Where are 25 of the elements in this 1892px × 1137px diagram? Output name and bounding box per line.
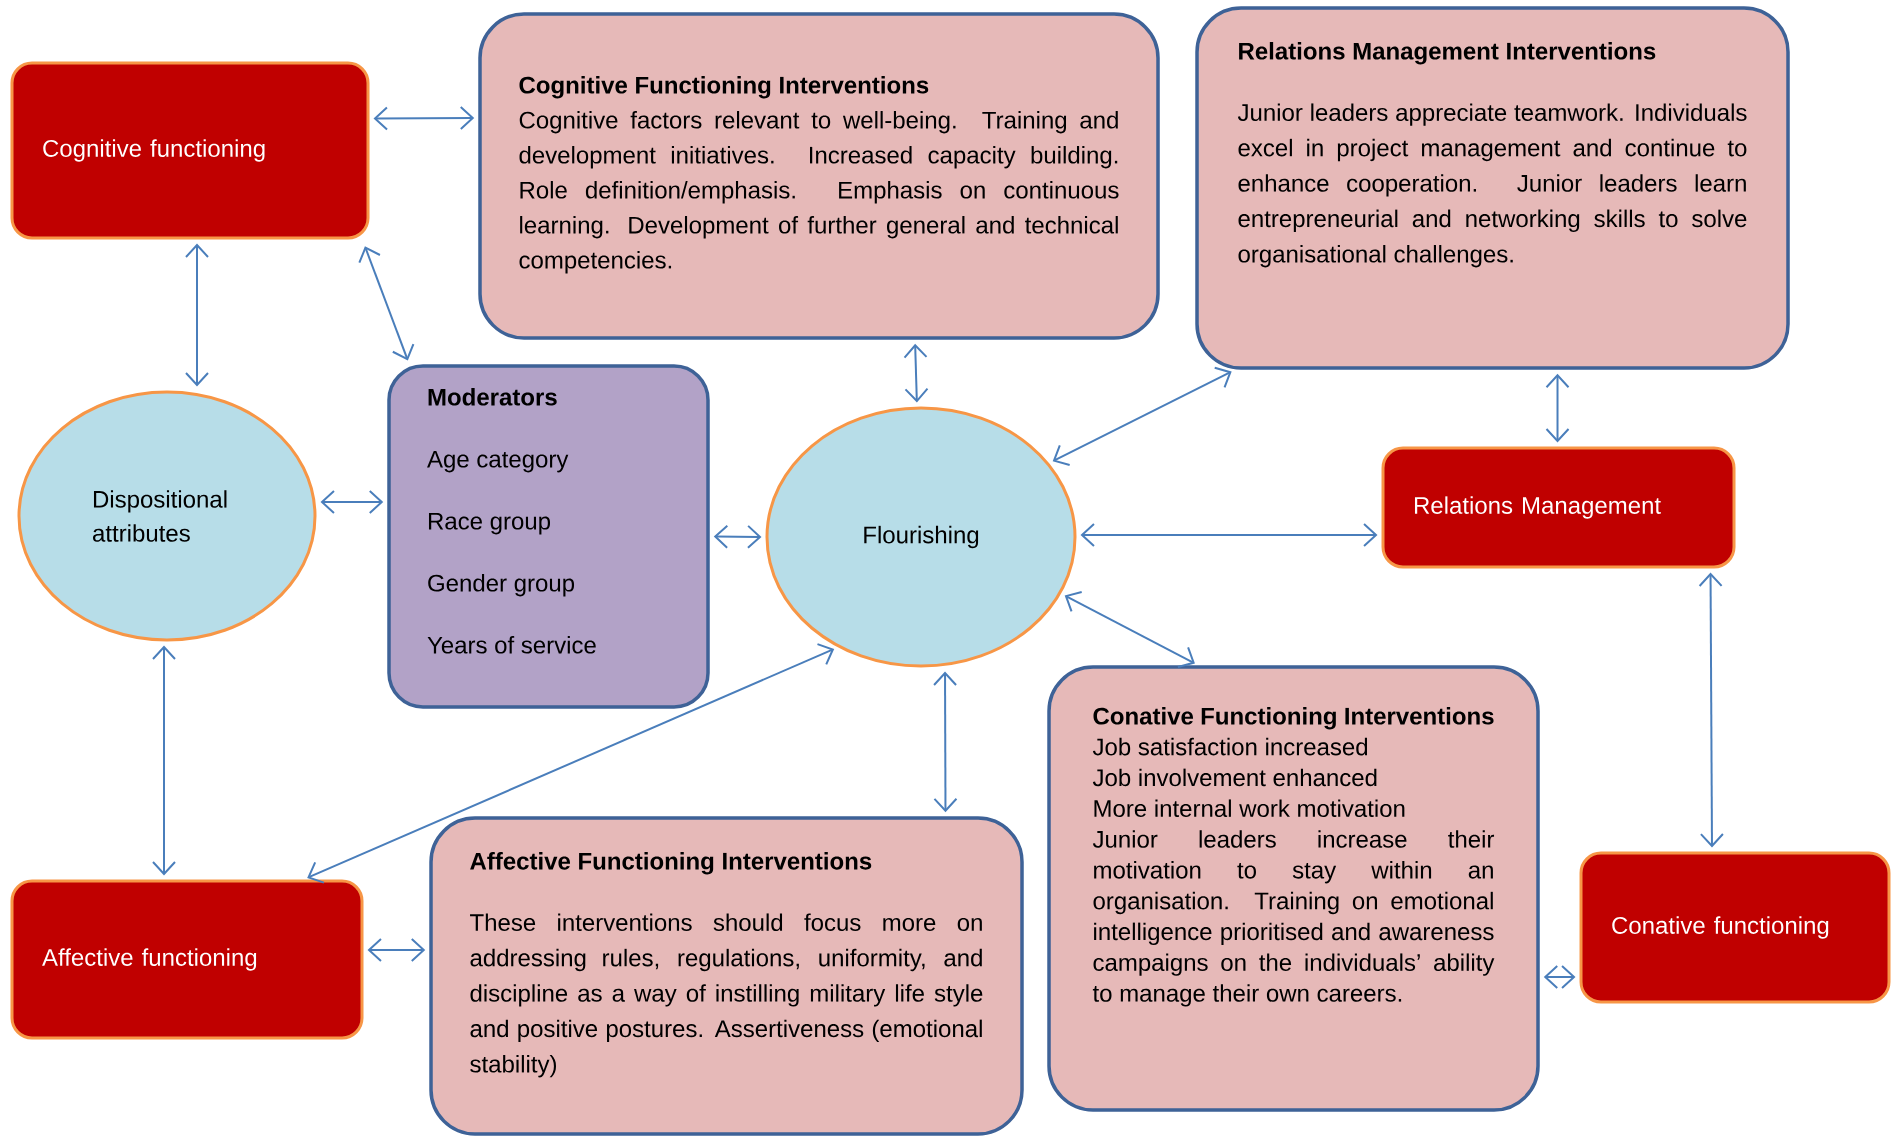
double-arrow [358, 246, 415, 361]
double-arrow [1545, 373, 1570, 443]
double-arrow [373, 106, 475, 131]
double-arrow [320, 490, 384, 514]
double-arrow [933, 671, 958, 813]
rounded-box: Relations Management Interventions Junior leaders appreciate teamwork. Individuals excel in project management and continue to enhance cooperation. Junior leaders learn entrepreneurial and networking skills to solve organisational challenges. [1195, 6, 1790, 370]
rounded-box: Affective Functioning Interventions These interventions should focus more on addressing rules, regulations, uniformity, and discipline as a way of instilling military life style and positive postures. Assertiveness (emotional stability) [429, 816, 1024, 1136]
double-arrow [152, 645, 176, 876]
double-arrow [1080, 523, 1378, 547]
rounded-box: Conative Functioning Interventions Job satisfaction increased Job involvement enhanced More internal work motivation Junior leaders increase their motivation to stay within an organisation. Training on emotional intelligence prioritised and awareness campaigns on the individuals’ ability to manage their own careers. [1047, 665, 1540, 1112]
double-arrow [903, 343, 929, 403]
double-arrow [1052, 366, 1232, 467]
double-arrow [713, 524, 762, 549]
rounded-box: Moderators Age category Race group Gender group Years of service [387, 364, 710, 709]
double-arrow [367, 938, 426, 962]
rounded-box: Cognitive Functioning Interventions Cognitive factors relevant to well-being. Training and development initiatives. Increased capacity building. Role definition/emphasis. Emphasis on continuous learning. Development of further general and technical competencies. [478, 12, 1160, 340]
process-box: Cognitive functioning [10, 61, 370, 240]
double-arrow [307, 643, 835, 884]
process-box: Relations Management [1381, 446, 1736, 569]
double-arrow [1543, 965, 1576, 989]
double-arrow [1698, 572, 1724, 848]
double-arrow [1064, 590, 1195, 668]
double-arrow [185, 243, 209, 387]
process-box: Conative functioning [1579, 851, 1891, 1004]
process-box: Affective functioning [10, 879, 364, 1040]
